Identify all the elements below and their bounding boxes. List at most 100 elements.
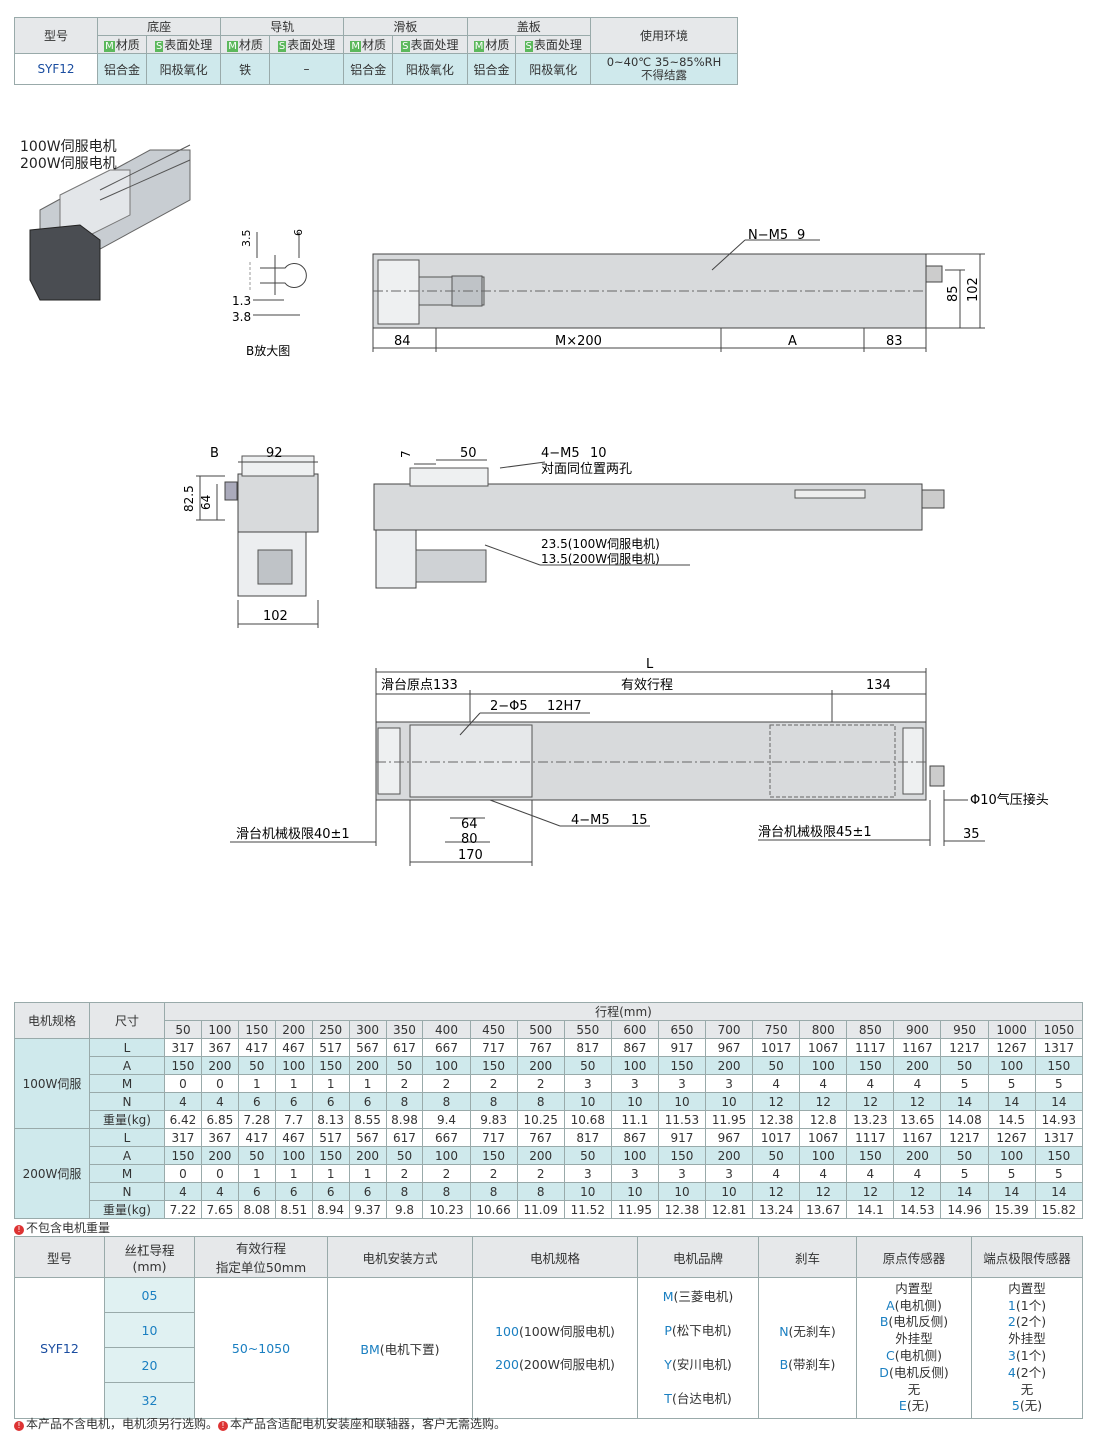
size-cell: 1117	[846, 1038, 895, 1057]
size-cell: 14.1	[846, 1200, 895, 1219]
b-enlarged-view	[249, 232, 307, 316]
size-row-label: A	[89, 1146, 165, 1165]
size-cell: 2	[422, 1164, 471, 1183]
size-cell: 4	[752, 1164, 801, 1183]
size-row-label: M	[89, 1164, 165, 1183]
size-cell: 817	[563, 1128, 612, 1147]
bottom-dim-stroke: 有效行程	[621, 678, 673, 693]
size-cell: 150	[1034, 1146, 1084, 1165]
size-cell: 50	[563, 1146, 612, 1165]
size-cell: 50	[752, 1056, 801, 1075]
limit-option: 2(2个)	[1007, 1314, 1047, 1330]
limit-option: 无	[1020, 1381, 1034, 1397]
size-cell: 11.95	[610, 1200, 659, 1219]
size-cell: 3	[563, 1164, 612, 1183]
size-cell: 10	[610, 1182, 659, 1201]
size-cell: 11.09	[516, 1200, 565, 1219]
size-cell: 4	[846, 1074, 895, 1093]
bottom-view	[230, 668, 985, 866]
top-dim-83: 83	[886, 334, 903, 349]
top-dim-9: 9	[797, 228, 805, 243]
size-cell: 667	[422, 1038, 471, 1057]
size-cell: 11.53	[657, 1110, 707, 1129]
warning-icon: !	[14, 1225, 24, 1235]
size-cell: 200	[516, 1146, 565, 1165]
size-cell: 317	[164, 1038, 202, 1057]
order-note: !本产品不含电机，电机须另行选购。!本产品含适配电机安装座和联轴器，客户无需选购…	[14, 1415, 506, 1432]
bottom-dim-pin2: 12H7	[547, 699, 582, 714]
size-cell: 567	[348, 1038, 387, 1057]
size-cell: 12	[799, 1092, 848, 1111]
size-cell: 150	[846, 1056, 895, 1075]
size-cell: 1	[348, 1164, 387, 1183]
size-cell: 1217	[940, 1128, 989, 1147]
origin-option: B(电机反侧)	[879, 1314, 949, 1330]
front-dim-4m5: 4−M5	[541, 446, 580, 461]
size-cell: 10.25	[516, 1110, 565, 1129]
size-cell: 8	[422, 1182, 471, 1201]
size-cell: 917	[657, 1128, 707, 1147]
origin-option: C(电机侧)	[886, 1348, 942, 1363]
order-lead-32: 32	[104, 1382, 195, 1419]
origin-option: E(无)	[898, 1398, 930, 1414]
size-cell: 8.94	[311, 1200, 350, 1219]
size-row-label: M	[89, 1074, 165, 1093]
size-cell: 767	[516, 1128, 565, 1147]
size-cell: 150	[657, 1146, 707, 1165]
stroke-header: 950	[940, 1020, 989, 1039]
order-brand: M(三菱电机) P(松下电机) Y(安川电机) T(台达电机)	[637, 1277, 759, 1419]
order-model: SYF12	[14, 1277, 105, 1419]
size-cell: 2	[469, 1164, 518, 1183]
size-cell: 9.37	[348, 1200, 387, 1219]
bottom-dim-134: 134	[866, 678, 891, 693]
origin-option: A(电机侧)	[886, 1297, 942, 1313]
size-cell: 8	[469, 1182, 518, 1201]
size-cell: 200	[200, 1146, 239, 1165]
size-cell: 150	[469, 1146, 518, 1165]
spec-model: SYF12	[14, 53, 98, 85]
size-cell: 4	[893, 1164, 942, 1183]
order-col-limit: 端点极限传感器	[971, 1236, 1083, 1278]
size-row-label: L	[89, 1038, 165, 1057]
size-cell: 5	[940, 1074, 989, 1093]
size-cell: 3	[610, 1164, 659, 1183]
size-cell: 367	[200, 1038, 239, 1057]
size-cell: 9.83	[469, 1110, 518, 1129]
size-cell: 12.38	[752, 1110, 801, 1129]
size-cell: 8	[422, 1092, 471, 1111]
size-cell: 12	[893, 1092, 942, 1111]
size-cell: 1	[311, 1074, 350, 1093]
limit-option: 4(2个)	[1007, 1364, 1047, 1380]
size-cell: 0	[200, 1164, 239, 1183]
size-row-label: N	[89, 1092, 165, 1111]
size-cell: 6	[274, 1092, 313, 1111]
size-cell: 12	[846, 1182, 895, 1201]
size-cell: 150	[311, 1146, 350, 1165]
size-cell: 6	[311, 1182, 350, 1201]
size-cell: 8	[516, 1092, 565, 1111]
size-cell: 100	[422, 1146, 471, 1165]
size-cell: 200	[348, 1146, 387, 1165]
size-cell: 1	[237, 1074, 276, 1093]
size-cell: 11.1	[610, 1110, 659, 1129]
size-cell: 150	[657, 1056, 707, 1075]
size-cell: 767	[516, 1038, 565, 1057]
size-cell: 14	[940, 1182, 989, 1201]
stroke-header: 450	[469, 1020, 518, 1039]
size-cell: 6	[348, 1182, 387, 1201]
side-label-b: B	[210, 446, 219, 461]
order-lead-10: 10	[104, 1312, 195, 1348]
stroke-header: 50	[164, 1020, 202, 1039]
order-col-mount: 电机安装方式	[327, 1236, 473, 1278]
size-cell: 3	[657, 1164, 707, 1183]
